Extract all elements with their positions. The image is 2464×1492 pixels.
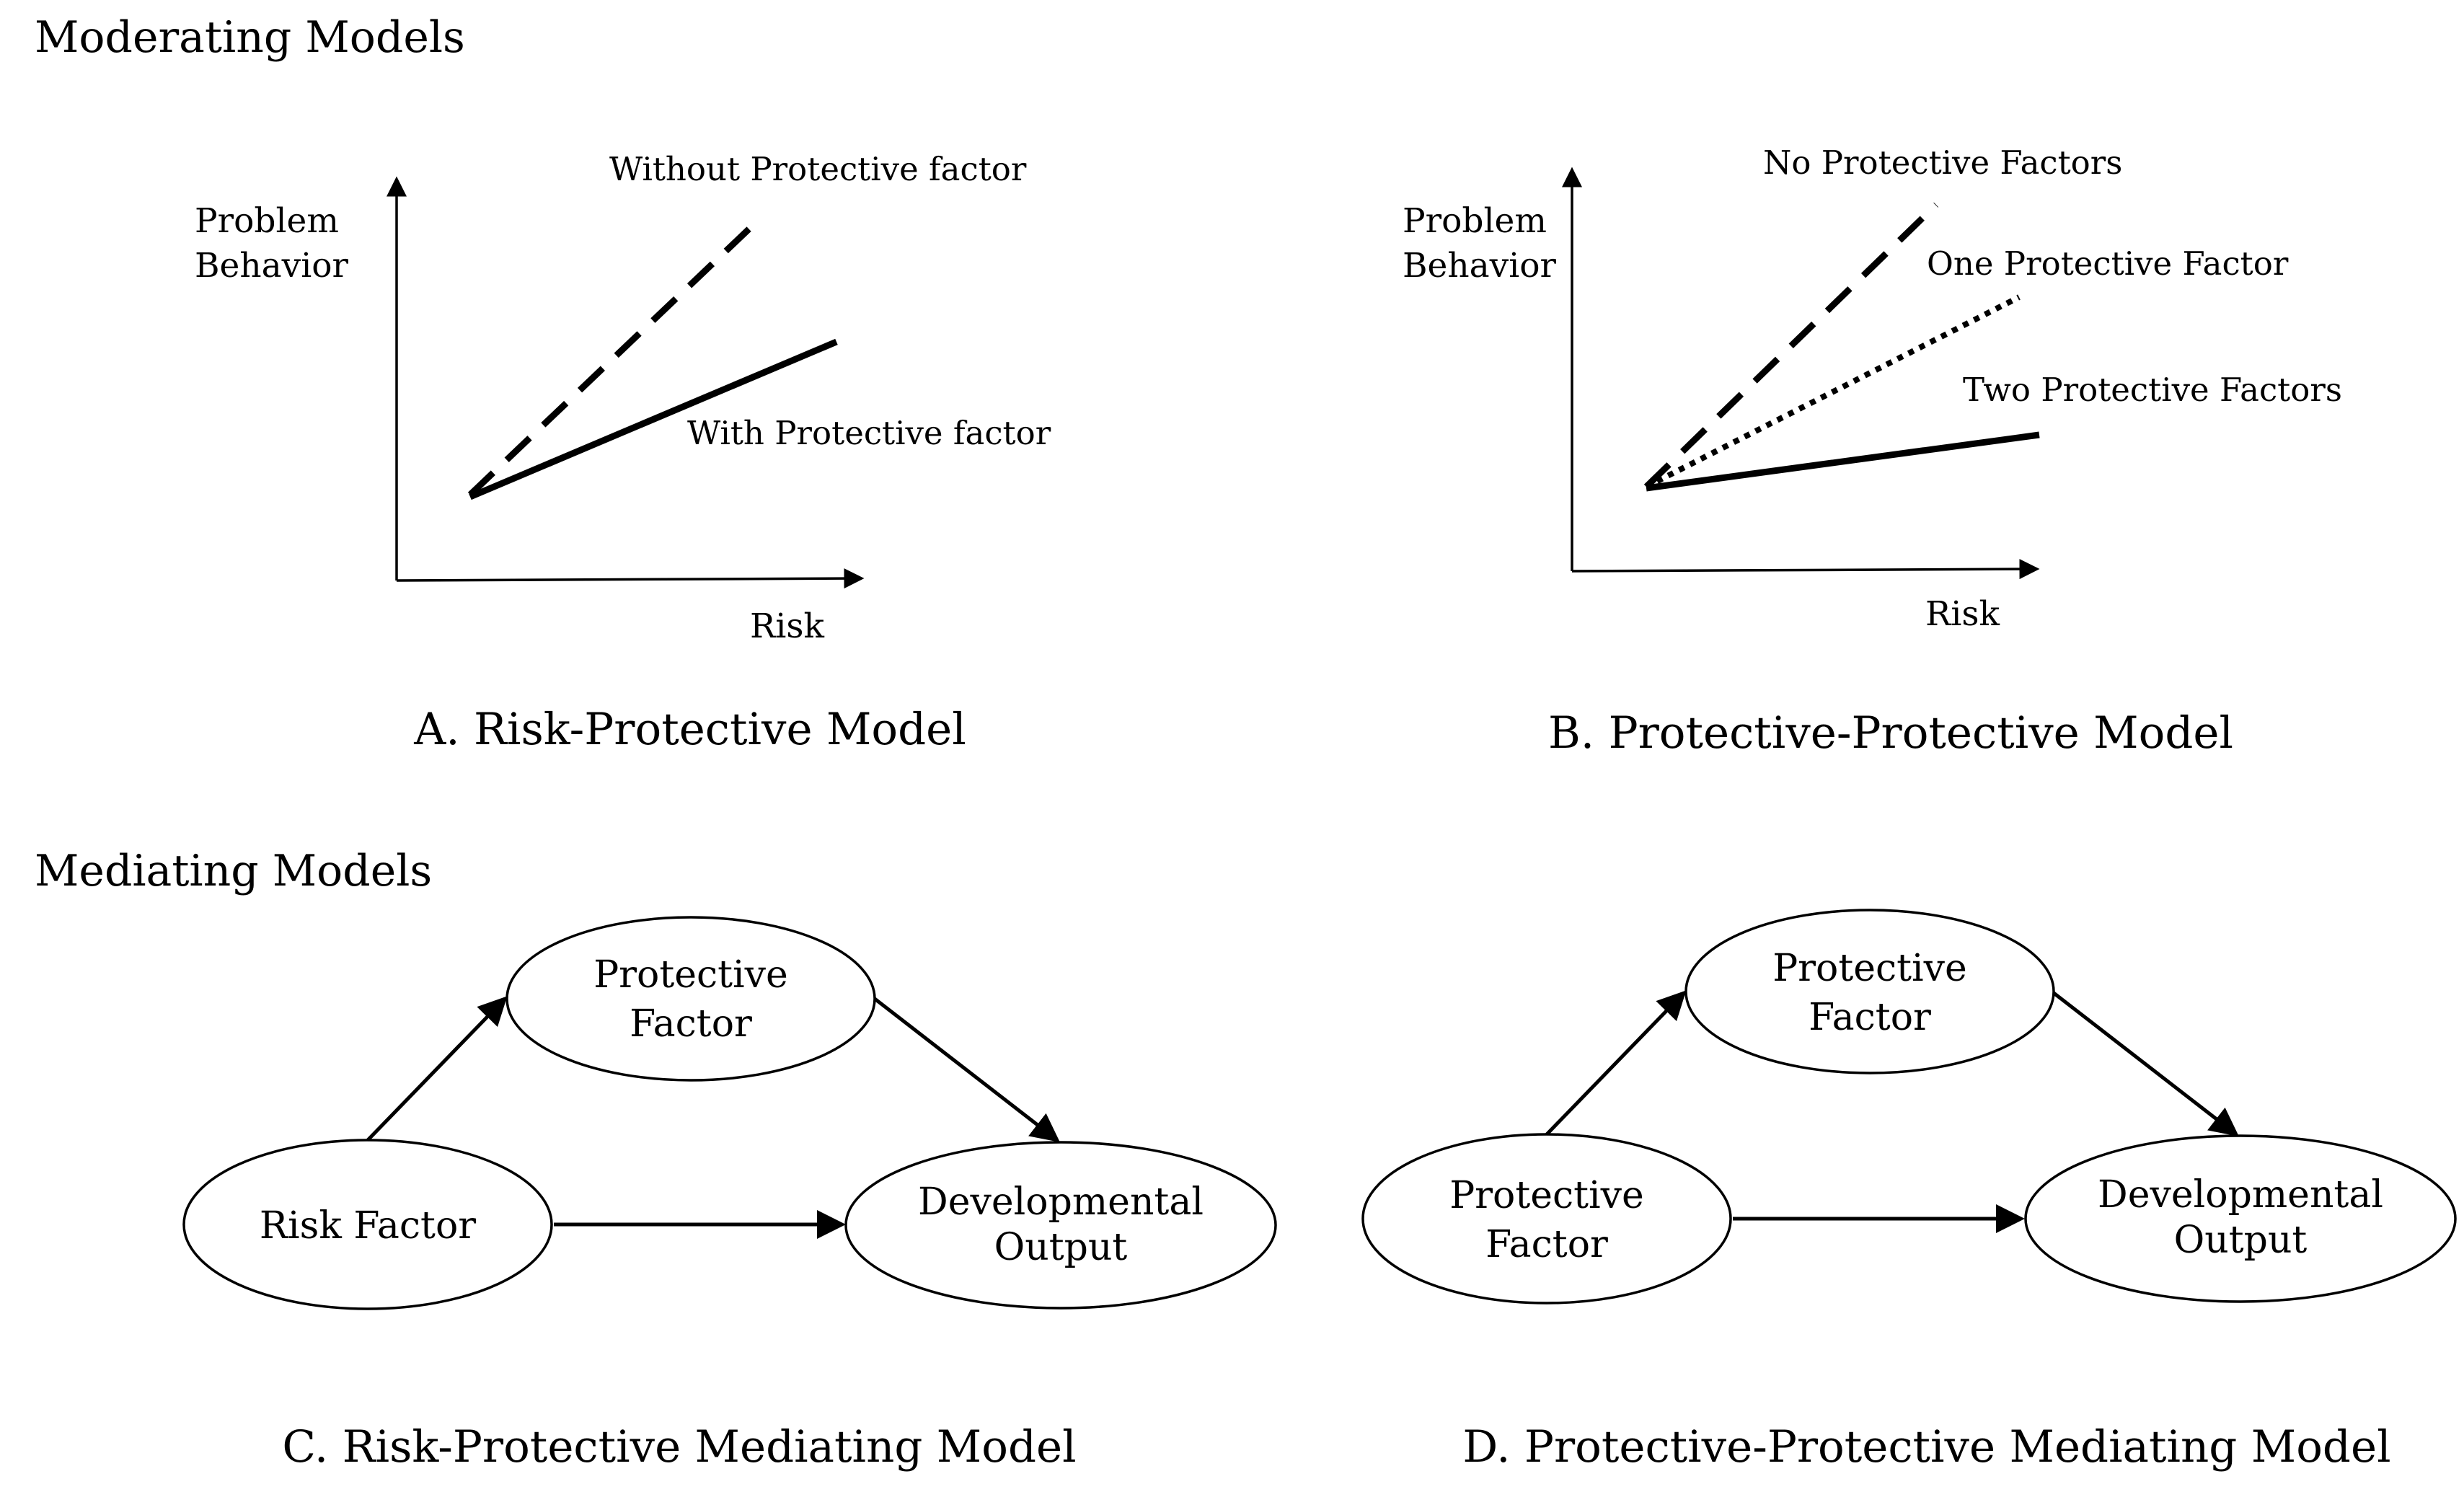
- panel-a-y-label-line1: Problem: [195, 201, 339, 241]
- panel-d-outcome-label-line2: Output: [2174, 1219, 2308, 1262]
- panel-a-risk-protective-model: Problem Behavior Risk Without Protective…: [195, 150, 1051, 755]
- panel-a-x-axis: [396, 568, 865, 589]
- panel-c-source-label: Risk Factor: [260, 1204, 476, 1248]
- panel-b-x-axis: [1571, 559, 2040, 580]
- panel-d-mediator-node: [1684, 909, 2055, 1074]
- panel-a-line-without-protective-factor: [467, 215, 764, 498]
- panel-c-mediator-label-line2: Factor: [630, 1002, 752, 1046]
- panel-b-caption: B. Protective-Protective Model: [1548, 707, 2233, 759]
- panel-b-line-one-protective-factor: [1645, 294, 2021, 490]
- panel-c-outcome-node: [844, 1141, 1277, 1310]
- panel-b-label-two-protective-factors: Two Protective Factors: [1963, 371, 2342, 409]
- panel-d-outcome-node: [2024, 1134, 2457, 1303]
- panel-a-x-label: Risk: [750, 606, 825, 646]
- panel-c-arrow-mediator-to-outcome: [873, 997, 1060, 1143]
- panel-a-label-without-protective-factor: Without Protective factor: [609, 150, 1027, 188]
- panel-d-source-label-line2: Factor: [1485, 1223, 1608, 1266]
- panel-d-arrow-source-to-mediator: [1545, 990, 1687, 1136]
- panel-d-source-node: [1361, 1133, 1732, 1305]
- panel-c-mediator-node: [505, 916, 876, 1082]
- panel-d-caption: D. Protective-Protective Mediating Model: [1462, 1421, 2390, 1473]
- panel-c-mediator-label-line1: Protective: [593, 953, 788, 997]
- moderating-models-title: Moderating Models: [35, 12, 465, 63]
- panel-d-mediator-label-line2: Factor: [1809, 996, 1931, 1039]
- panel-b-y-label-line1: Problem: [1403, 201, 1547, 241]
- panel-b-line-two-protective-factors: [1646, 431, 2040, 492]
- panel-d-outcome-label-line1: Developmental: [2098, 1173, 2383, 1217]
- panel-c-outcome-label-line1: Developmental: [918, 1180, 1204, 1224]
- panel-d-source-label-line1: Protective: [1449, 1174, 1644, 1217]
- mediating-models-title: Mediating Models: [35, 846, 432, 896]
- panel-c-arrow-source-to-mediator: [366, 996, 508, 1142]
- panel-a-line-with-protective-factor: [469, 338, 838, 500]
- panel-c-outcome-label-line2: Output: [994, 1226, 1128, 1269]
- panel-a-label-with-protective-factor: With Protective factor: [687, 414, 1051, 452]
- panel-b-label-one-protective-factor: One Protective Factor: [1927, 244, 2289, 283]
- panel-c-caption: C. Risk-Protective Mediating Model: [282, 1421, 1076, 1473]
- panel-b-label-no-protective-factors: No Protective Factors: [1763, 144, 2122, 182]
- panel-b-protective-protective-model: Problem Behavior Risk No Protective Fact…: [1403, 144, 2342, 759]
- panel-a-y-label-line2: Behavior: [195, 246, 349, 286]
- panel-a-caption: A. Risk-Protective Model: [413, 704, 966, 755]
- panel-b-y-label-line2: Behavior: [1403, 246, 1557, 286]
- panel-d-mediator-label-line1: Protective: [1772, 947, 1967, 990]
- panel-b-line-no-protective-factors: [1643, 202, 1939, 490]
- panel-d-arrow-mediator-to-outcome: [2052, 992, 2239, 1137]
- panel-b-x-label: Risk: [1925, 594, 2000, 634]
- panel-c-risk-protective-mediating-model: Protective Factor Risk Factor Developmen…: [182, 916, 1277, 1473]
- panel-d-protective-protective-mediating-model: Protective Factor Protective Factor Deve…: [1361, 909, 2457, 1473]
